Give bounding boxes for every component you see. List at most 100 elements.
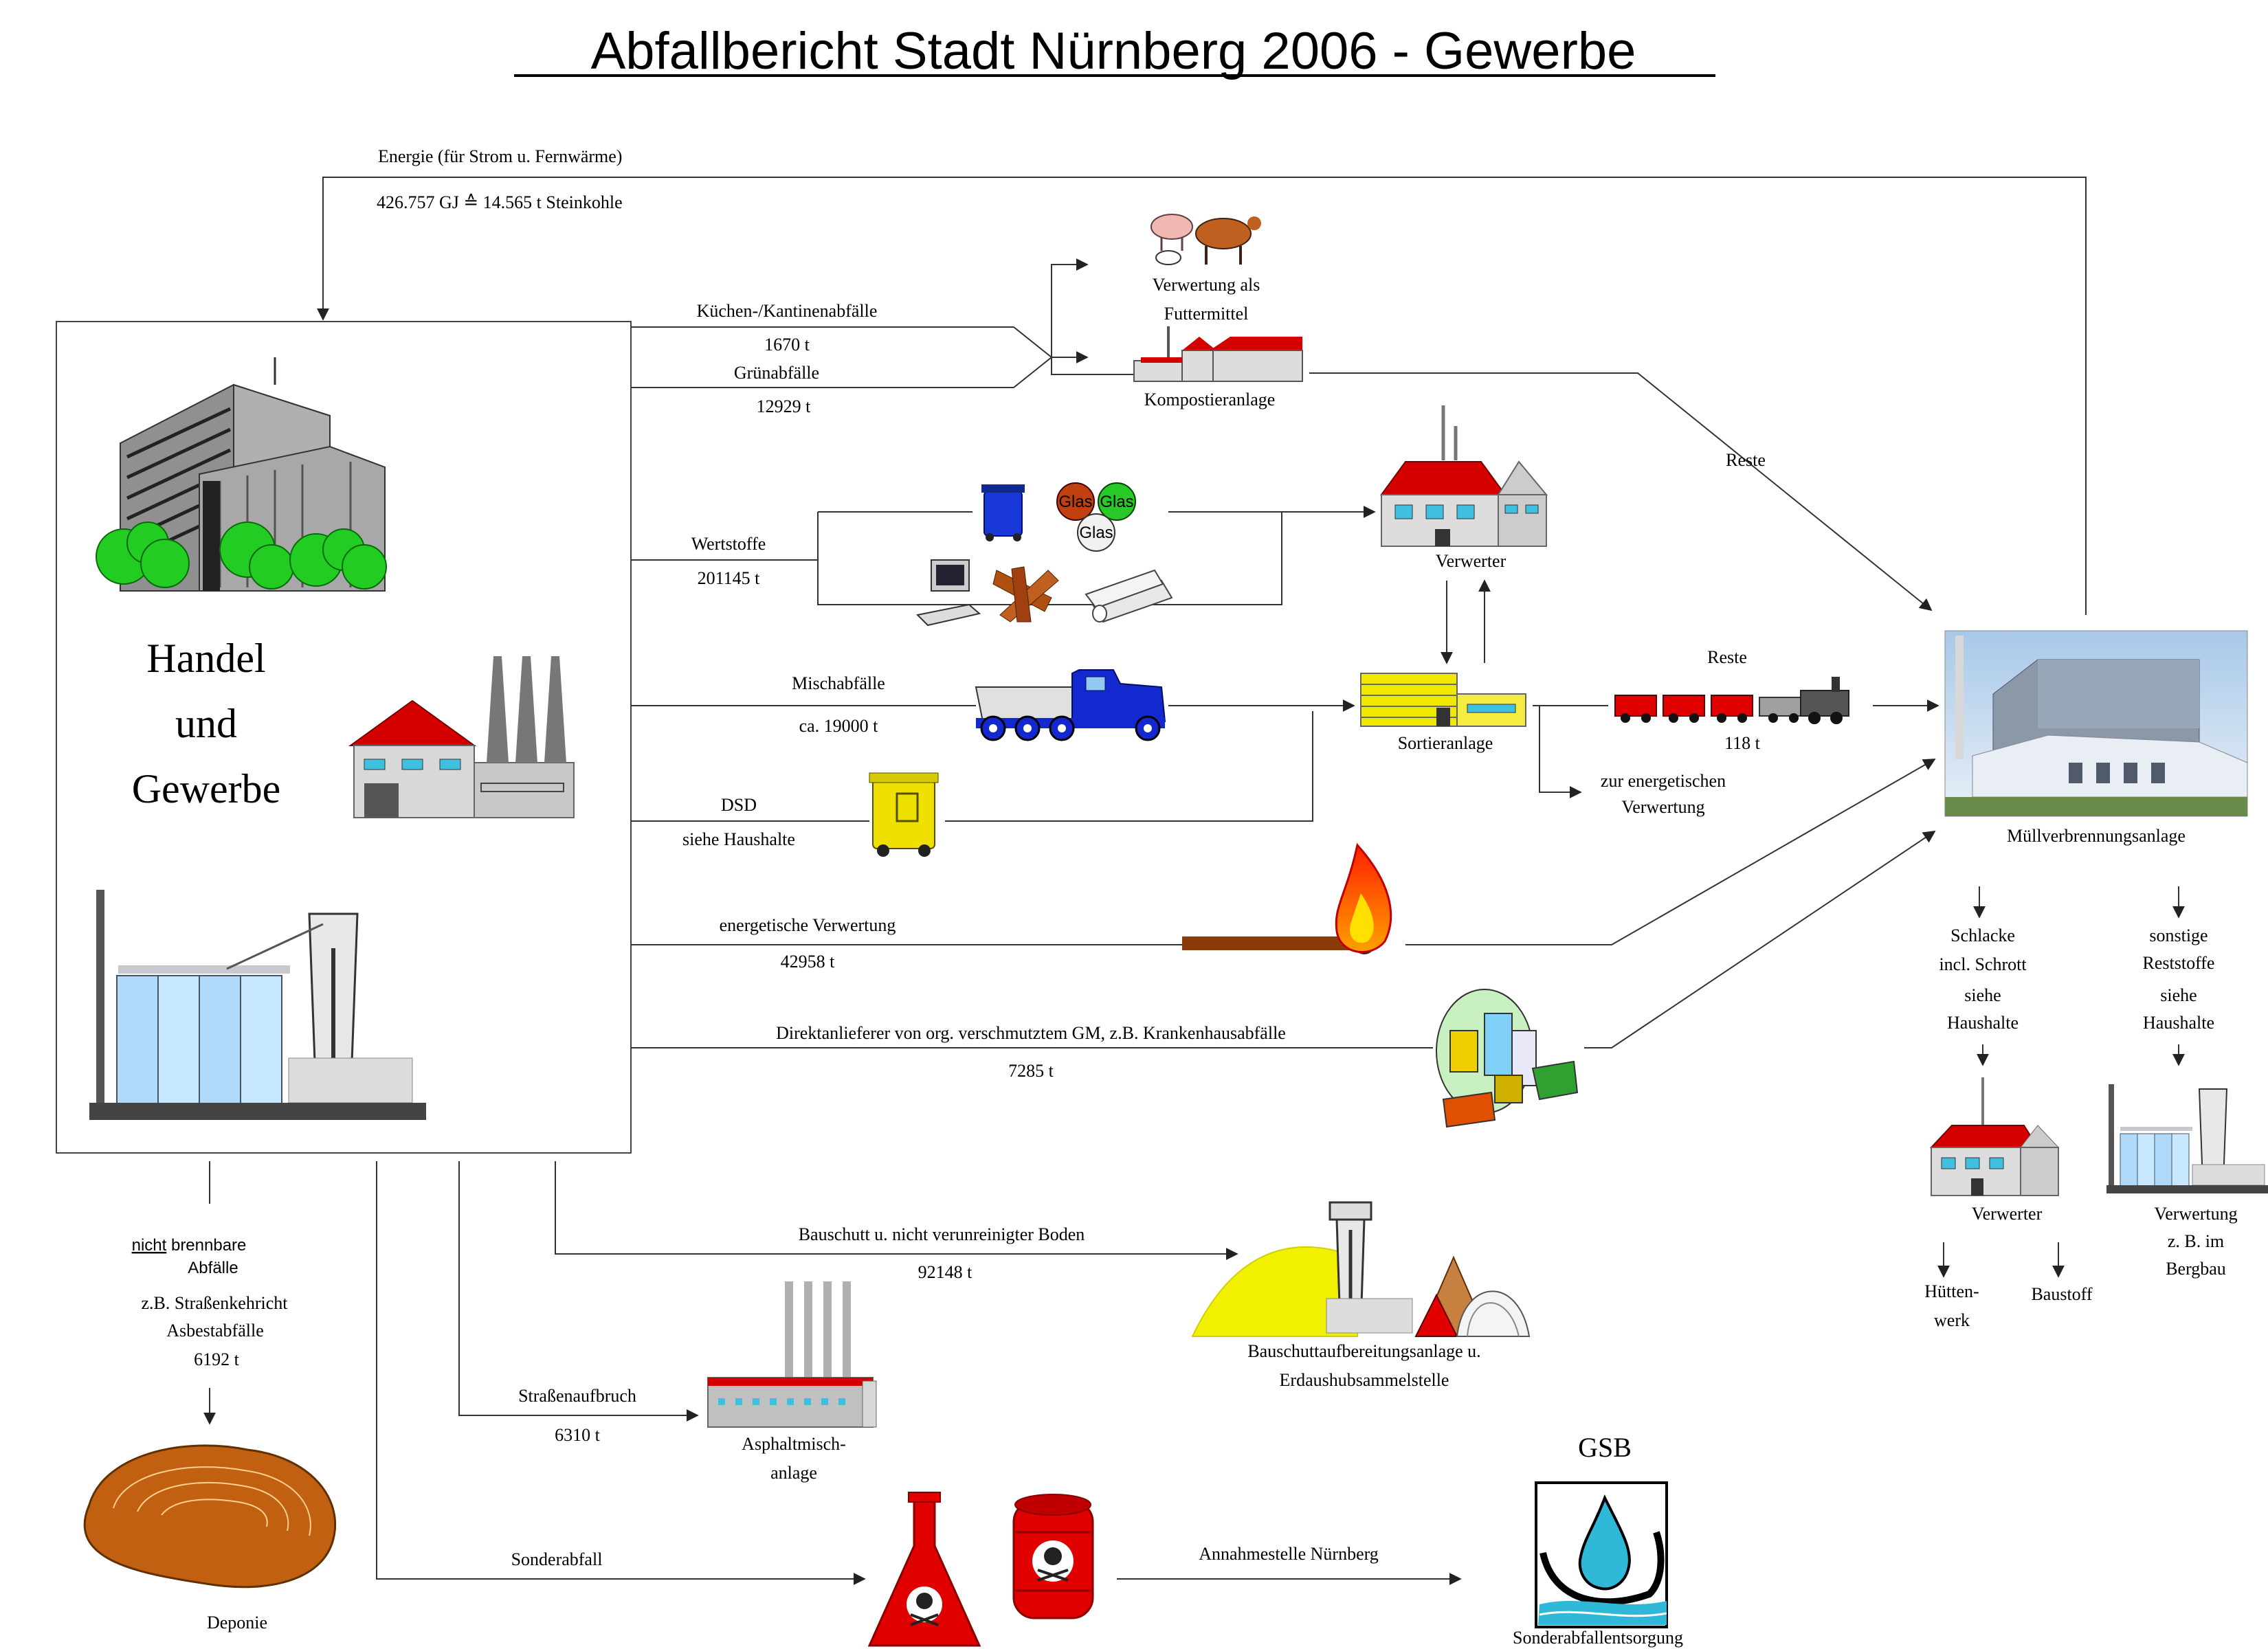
feed-label-line2: Futtermittel [1164, 304, 1249, 324]
recyclables-label: Wertstoffe [691, 534, 766, 554]
compost-rest-arrow [1309, 372, 1933, 612]
road-arrow [458, 1161, 699, 1422]
gsb-label: GSB [1578, 1432, 1632, 1463]
compost-label: Kompostieranlage [1144, 390, 1276, 410]
direct-value: 7285 t [1008, 1061, 1054, 1081]
dsd-label: DSD [721, 795, 757, 815]
residues-line1: sonstige [2149, 926, 2208, 945]
animals-icon [1150, 214, 1261, 265]
energy-label: Energie (für Strom u. Fernwärme) [378, 146, 622, 166]
energy-value: 426.757 GJ ≙ 14.565 t Steinkohle [377, 192, 623, 212]
organic-flow: Küchen-/Kantinenabfälle 1670 t Grünabfäl… [631, 258, 1134, 416]
rubble-plant-line1: Bauschuttaufbereitungsanlage u. [1247, 1341, 1480, 1361]
slag-line3: siehe [1964, 985, 2001, 1005]
mixed-value: ca. 19000 t [799, 716, 879, 736]
medical-waste-icon [1436, 989, 1579, 1128]
energetic-flow: energetische Verwertung 42958 t [631, 759, 1936, 972]
asphalt-line2: anlage [770, 1463, 817, 1483]
hazard-barrel-icon [1012, 1494, 1094, 1619]
glass-containers-icon: Glas Glas Glas [1056, 482, 1136, 552]
compost-rest-label: Reste [1726, 450, 1766, 470]
glass-label-1: Glas [1058, 493, 1092, 511]
slag-line4: Haushalte [1947, 1013, 2019, 1033]
office-building-icon [96, 357, 387, 592]
recycler-label: Verwerter [1436, 551, 1507, 571]
rubble-plant-icon [1191, 1201, 1531, 1337]
nonburn-line1: nicht brennbare [132, 1236, 247, 1255]
energetic-use-line2: Verwertung [1621, 797, 1704, 817]
nonburn-burnable: brennbare [166, 1236, 246, 1255]
nonburn-not: nicht [132, 1236, 167, 1255]
landfill-label: Deponie [207, 1613, 267, 1633]
mixed-label: Mischabfälle [792, 673, 885, 693]
green-label: Grünabfälle [734, 363, 819, 383]
computer-icon [915, 559, 981, 627]
smelter-line1: Hütten- [1924, 1281, 1979, 1301]
rubble-plant-line2: Erdaushubsammelstelle [1280, 1370, 1449, 1390]
feed-label-line1: Verwertung als [1153, 275, 1260, 295]
train-icon [1614, 677, 1849, 724]
yellow-bin-icon [869, 772, 939, 857]
road-label: Straßenaufbruch [518, 1386, 636, 1406]
slag-line1: Schlacke [1950, 926, 2015, 945]
sorting-rest-label: Reste [1707, 647, 1747, 667]
glass-label-3: Glas [1079, 524, 1113, 542]
slag-line2: incl. Schrott [1939, 954, 2027, 974]
sorting-plant-icon [1360, 673, 1526, 727]
recycler2-label: Verwerter [1972, 1204, 2043, 1224]
mining-line3: Bergbau [2166, 1259, 2226, 1279]
rubble-arrow [555, 1161, 1238, 1260]
industrial-plant-icon [89, 890, 426, 1120]
dsd-flow: DSD siehe Haushalte [631, 711, 1313, 849]
source-box: Handel und Gewerbe [56, 321, 632, 1154]
building-material-label: Baustoff [2031, 1284, 2092, 1304]
direct-delivery-flow: Direktanlieferer von org. verschmutztem … [631, 830, 1936, 1081]
landfill-icon [83, 1444, 337, 1589]
source-title-line1: Handel [146, 636, 265, 681]
blue-bin-icon [981, 484, 1025, 541]
source-title-line3: Gewerbe [132, 766, 281, 811]
asphalt-plant-icon [707, 1281, 877, 1428]
sorting-label: Sortieranlage [1398, 733, 1493, 753]
nonburn-line3: z.B. Straßenkehricht [142, 1293, 289, 1313]
residues-line4: Haushalte [2143, 1013, 2214, 1033]
energetic-use-line1: zur energetischen [1601, 771, 1726, 791]
incinerator-label: Müllverbrennungsanlage [2007, 826, 2186, 846]
sorting-energy-arrow [1539, 706, 1582, 798]
residues-line3: siehe [2160, 985, 2197, 1005]
direct-label: Direktanlieferer von org. verschmutztem … [776, 1023, 1286, 1043]
recyclables-value: 201145 t [698, 568, 761, 588]
truck-icon [975, 669, 1166, 741]
sorting-rest-value: 118 t [1724, 733, 1761, 753]
factory-icon [348, 656, 575, 818]
mixed-waste-flow: Mischabfälle ca. 19000 t [631, 673, 1355, 736]
green-value: 12929 t [757, 396, 812, 416]
glass-label-2: Glas [1100, 493, 1133, 511]
energy-loop: Energie (für Strom u. Fernwärme) 426.757… [317, 146, 2087, 615]
nonburn-value: 6192 t [194, 1349, 240, 1369]
wood-icon [992, 566, 1059, 622]
hazard-flask-icon [867, 1492, 981, 1647]
hazardous-label: Sonderabfall [511, 1549, 603, 1569]
pipes-icon [1085, 569, 1173, 623]
recycler-building-icon [1380, 405, 1548, 547]
recyclables-flow: Wertstoffe 201145 t [631, 506, 1376, 605]
energetic-label: energetische Verwertung [720, 915, 896, 935]
kitchen-label: Küchen-/Kantinenabfälle [697, 301, 878, 321]
gsb-logo-icon [1535, 1481, 1668, 1628]
rubble-label: Bauschutt u. nicht verunreinigter Boden [799, 1224, 1085, 1244]
residues-line2: Reststoffe [2143, 953, 2215, 973]
smelter-line2: werk [1934, 1310, 1970, 1330]
dsd-value: siehe Haushalte [682, 829, 795, 849]
hazardous-arrow [376, 1161, 866, 1585]
recycler2-building-icon [1929, 1077, 2060, 1196]
mining-line2: z. B. im [2168, 1231, 2224, 1251]
match-fire-icon [1182, 842, 1392, 954]
source-title-line2: und [175, 701, 237, 746]
kitchen-value: 1670 t [764, 335, 810, 355]
gsb-sub-label: Sonderabfallentsorgung [1513, 1628, 1683, 1648]
road-value: 6310 t [555, 1425, 601, 1445]
nonburn-line4: Asbestabfälle [166, 1321, 264, 1340]
rubble-value: 92148 t [918, 1262, 973, 1282]
